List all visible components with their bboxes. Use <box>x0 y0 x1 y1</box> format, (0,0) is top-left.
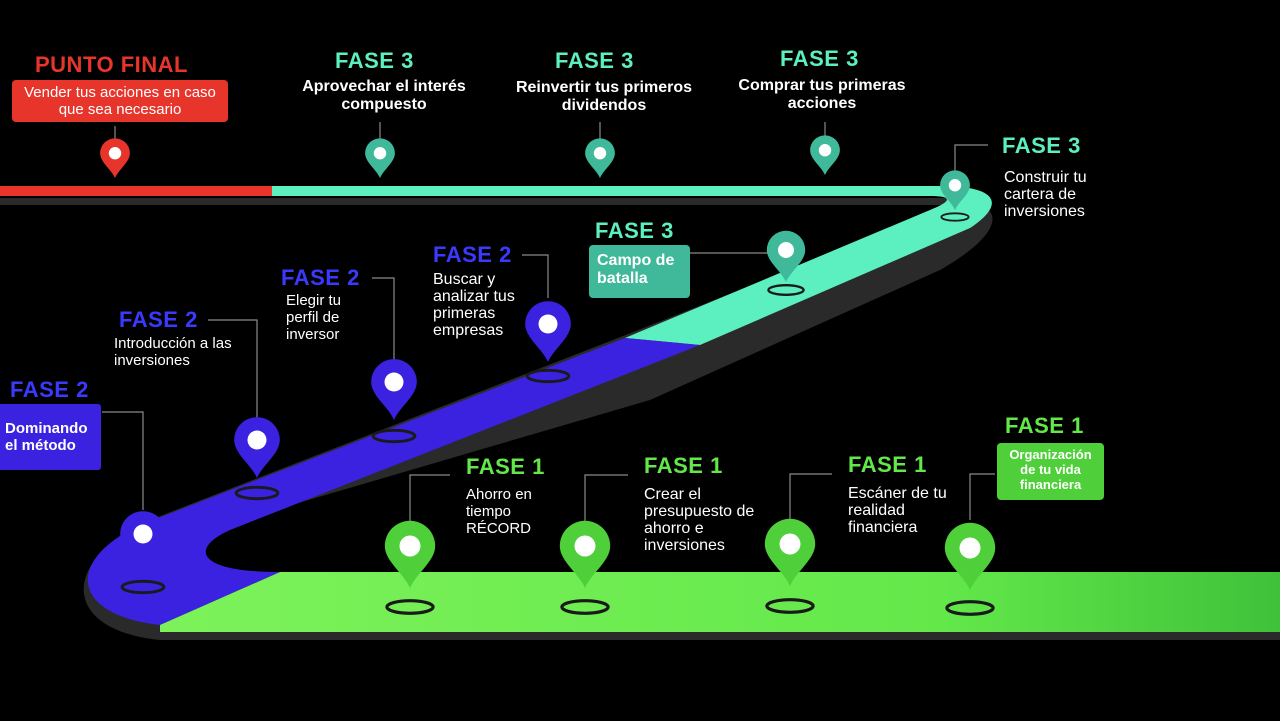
road-teal-curve <box>625 186 992 345</box>
phase2-analyze-text: Buscar y analizar tus primeras empresas <box>433 271 515 339</box>
phase3-compound-title: FASE 3 <box>335 48 414 73</box>
road-red-segment <box>0 186 272 196</box>
phase1-organize-title: FASE 1 <box>1005 413 1084 438</box>
phase3-buy-text: Comprar tus primeras acciones <box>738 77 906 112</box>
pins-layer <box>100 135 996 616</box>
phase1-scanner-text: Escáner de tu realidad financiera <box>848 485 947 536</box>
pin-phase3-reinvest-icon <box>585 138 615 178</box>
phase2-analyze-title: FASE 2 <box>433 242 512 267</box>
phase2-method-badge: Dominando el método <box>0 404 101 470</box>
pin-phase2-analyze-icon <box>525 301 571 384</box>
pin-phase3-buy-icon <box>810 135 840 175</box>
pin-phase3-portfolio-icon <box>940 170 970 222</box>
phase1-organize-badge: Organización de tu vida financiera <box>997 443 1104 500</box>
pin-phase3-compound-icon <box>365 138 395 178</box>
phase1-record-title: FASE 1 <box>466 454 545 479</box>
pin-phase3-battlefield-icon <box>766 230 806 297</box>
phase3-battlefield-title: FASE 3 <box>595 218 674 243</box>
pin-phase1-budget-icon <box>559 520 611 615</box>
phase1-budget-title: FASE 1 <box>644 453 723 478</box>
phase3-reinvest-title: FASE 3 <box>555 48 634 73</box>
phase2-intro-title: FASE 2 <box>119 307 198 332</box>
final-badge: Vender tus acciones en caso que sea nece… <box>12 80 228 122</box>
phase2-profile-text: Elegir tu perfil de inversor <box>286 292 342 343</box>
phase3-portfolio-title: FASE 3 <box>1002 133 1081 158</box>
final-title: PUNTO FINAL <box>35 52 188 77</box>
connector-lines <box>102 122 995 522</box>
pin-phase1-record-icon <box>384 520 436 615</box>
phase2-method-title: FASE 2 <box>10 377 89 402</box>
road-purple-segment <box>87 338 701 625</box>
phase3-reinvest-text: Reinvertir tus primeros dividendos <box>515 79 693 114</box>
phase3-battlefield-badge: Campo de batalla <box>589 245 690 298</box>
phase1-record-text: Ahorro en tiempo RÉCORD <box>466 486 532 537</box>
phase3-compound-text: Aprovechar el interés compuesto <box>302 78 466 113</box>
phase1-scanner-title: FASE 1 <box>848 452 927 477</box>
phase1-budget-text: Crear el presupuesto de ahorro e inversi… <box>644 486 755 554</box>
pin-phase1-scanner-icon <box>764 518 816 614</box>
phase3-buy-title: FASE 3 <box>780 46 859 71</box>
road-teal-top-segment <box>272 186 952 196</box>
pin-phase2-method-icon <box>120 511 166 595</box>
phase2-profile-title: FASE 2 <box>281 265 360 290</box>
pin-final-icon <box>100 138 130 178</box>
road-green-segment <box>160 572 1280 632</box>
phase2-intro-text: Introducción a las inversiones <box>114 335 232 369</box>
phase3-portfolio-text: Construir tu cartera de inversiones <box>1004 169 1087 220</box>
pin-phase2-profile-icon <box>371 359 417 444</box>
pin-phase1-organize-icon <box>944 522 996 616</box>
pin-phase2-intro-icon <box>234 417 280 501</box>
